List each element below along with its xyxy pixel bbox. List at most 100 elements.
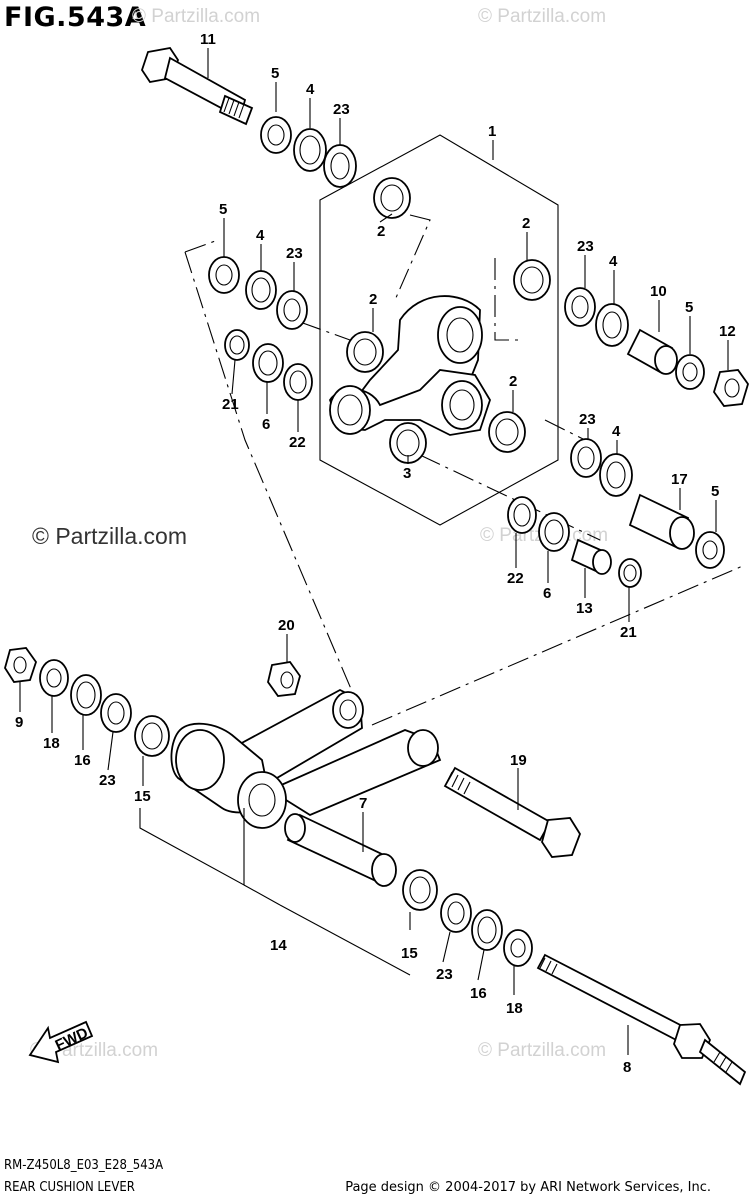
bolt-8 — [536, 953, 747, 1086]
callout-6: 6 — [262, 416, 270, 433]
callout-13: 13 — [576, 600, 593, 617]
callout-9: 9 — [15, 714, 23, 731]
seal-4 — [245, 270, 277, 310]
assembly-line — [299, 321, 351, 341]
callout-15: 15 — [134, 788, 151, 805]
callout-labels: 11 5 4 23 1 2 2 2 2 3 5 4 23 21 6 22 23 … — [15, 31, 736, 1076]
callout-17: 17 — [671, 471, 688, 488]
callout-23: 23 — [436, 966, 453, 983]
callout-3: 3 — [403, 465, 411, 482]
assembly-line — [419, 454, 601, 541]
spacer-5 — [260, 116, 292, 154]
watermark: © Partzilla.com — [478, 1040, 607, 1061]
bearing-2 — [513, 259, 551, 301]
washer-23 — [564, 287, 596, 327]
callout-22: 22 — [507, 570, 524, 587]
figure-title: FIG.543A — [4, 2, 147, 33]
collar-13 — [570, 538, 612, 575]
callout-6: 6 — [543, 585, 551, 602]
seal-6 — [538, 512, 570, 552]
seal-6 — [252, 343, 284, 383]
callout-20: 20 — [278, 617, 295, 634]
callout-19: 19 — [510, 752, 527, 769]
callout-18: 18 — [506, 1000, 523, 1017]
spacer-5 — [695, 531, 725, 569]
assembly-line — [394, 214, 431, 301]
partzilla-copyright: © Partzilla.com — [32, 523, 187, 549]
washer-22 — [283, 363, 313, 401]
bearing-15 — [402, 869, 438, 911]
spacer-18 — [503, 929, 533, 967]
assembly-line — [184, 239, 219, 253]
spacer-5 — [675, 354, 705, 390]
callout-23: 23 — [579, 411, 596, 428]
bearing-2 — [488, 411, 526, 453]
bearing-2 — [373, 177, 411, 219]
lever-assembly-outline — [319, 134, 559, 526]
callout-2: 2 — [369, 291, 377, 308]
spacer-5 — [208, 256, 240, 294]
callout-16: 16 — [74, 752, 91, 769]
cushion-lever-body — [329, 295, 491, 436]
callout-22: 22 — [289, 434, 306, 451]
washer-21 — [618, 558, 642, 588]
bolt-19 — [443, 766, 582, 858]
collar-10 — [626, 328, 678, 375]
callout-23: 23 — [577, 238, 594, 255]
callout-5: 5 — [271, 65, 279, 82]
bolt-11 — [141, 47, 254, 126]
callout-2: 2 — [509, 373, 517, 390]
callout-18: 18 — [43, 735, 60, 752]
seal-16 — [471, 909, 503, 951]
callout-4: 4 — [612, 423, 621, 440]
bearing-2 — [346, 331, 384, 373]
seal-16 — [70, 674, 102, 716]
callout-5: 5 — [711, 483, 719, 500]
callout-4: 4 — [306, 81, 315, 98]
callout-5: 5 — [685, 299, 693, 316]
callout-10: 10 — [650, 283, 667, 300]
washer-22 — [507, 496, 537, 534]
callout-4: 4 — [256, 227, 265, 244]
assembly-line — [494, 258, 520, 341]
washer-21 — [224, 329, 250, 361]
callout-11: 11 — [200, 31, 216, 48]
callout-8: 8 — [623, 1059, 631, 1076]
collar-7 — [284, 813, 397, 887]
washer-23 — [100, 693, 132, 733]
seal-4 — [293, 128, 327, 172]
spacer-18 — [39, 659, 69, 697]
assembly-line — [544, 419, 586, 441]
callout-2: 2 — [522, 215, 530, 232]
callout-15: 15 — [401, 945, 418, 962]
nut-12 — [713, 369, 749, 407]
callout-5: 5 — [219, 201, 227, 218]
callout-14: 14 — [270, 937, 287, 954]
callout-12: 12 — [719, 323, 736, 340]
callout-23: 23 — [333, 101, 350, 118]
seal-4 — [599, 453, 633, 497]
callout-1: 1 — [488, 123, 496, 140]
leader-lines — [19, 48, 729, 1055]
cushion-rod-14 — [170, 688, 442, 829]
callout-21: 21 — [222, 396, 239, 413]
washer-23 — [440, 893, 472, 933]
callout-4: 4 — [609, 253, 618, 270]
nut-9 — [4, 647, 37, 683]
callout-21: 21 — [620, 624, 637, 641]
callout-2: 2 — [377, 223, 385, 240]
figure-name: REAR CUSHION LEVER — [4, 1180, 135, 1195]
washer-23 — [570, 438, 602, 478]
seal-4 — [595, 303, 629, 347]
callout-23: 23 — [99, 772, 116, 789]
callout-7: 7 — [359, 795, 367, 812]
figure-code: RM-Z450L8_E03_E28_543A — [4, 1158, 164, 1173]
footer-copyright: Page design © 2004-2017 by ARI Network S… — [345, 1180, 711, 1195]
callout-23: 23 — [286, 245, 303, 262]
watermark: © Partzilla.com — [132, 6, 261, 27]
washer-23 — [276, 290, 308, 330]
fwd-arrow: FWD — [28, 1020, 94, 1064]
watermark: © Partzilla.com — [478, 6, 607, 27]
bearing-15 — [134, 715, 170, 757]
